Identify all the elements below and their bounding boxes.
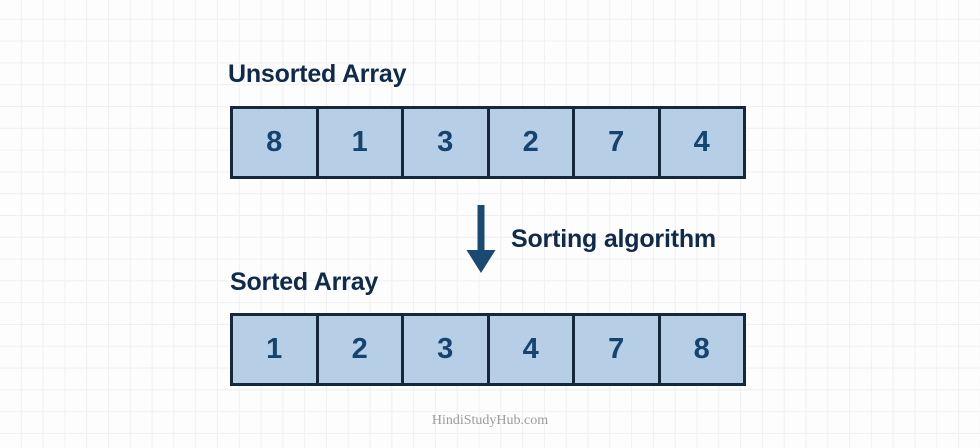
unsorted-array: 8 1 3 2 7 4 bbox=[230, 106, 746, 179]
array-cell: 4 bbox=[489, 316, 575, 383]
array-cell: 7 bbox=[575, 316, 661, 383]
array-cell: 7 bbox=[575, 109, 661, 176]
array-cell: 1 bbox=[318, 109, 404, 176]
sorted-array-title: Sorted Array bbox=[230, 268, 379, 296]
array-cell: 1 bbox=[233, 316, 319, 383]
sorted-array: 1 2 3 4 7 8 bbox=[230, 313, 746, 386]
array-cell: 3 bbox=[404, 316, 490, 383]
array-cell: 8 bbox=[660, 316, 743, 383]
array-cell: 2 bbox=[318, 316, 404, 383]
array-cell: 4 bbox=[660, 109, 743, 176]
array-cell: 2 bbox=[489, 109, 575, 176]
unsorted-array-title: Unsorted Array bbox=[228, 60, 407, 88]
watermark-text: HindiStudyHub.com bbox=[431, 413, 549, 428]
down-arrow-icon bbox=[466, 205, 496, 273]
array-cell: 3 bbox=[404, 109, 490, 176]
sorting-algorithm-label: Sorting algorithm bbox=[511, 225, 716, 253]
array-cell: 8 bbox=[233, 109, 319, 176]
